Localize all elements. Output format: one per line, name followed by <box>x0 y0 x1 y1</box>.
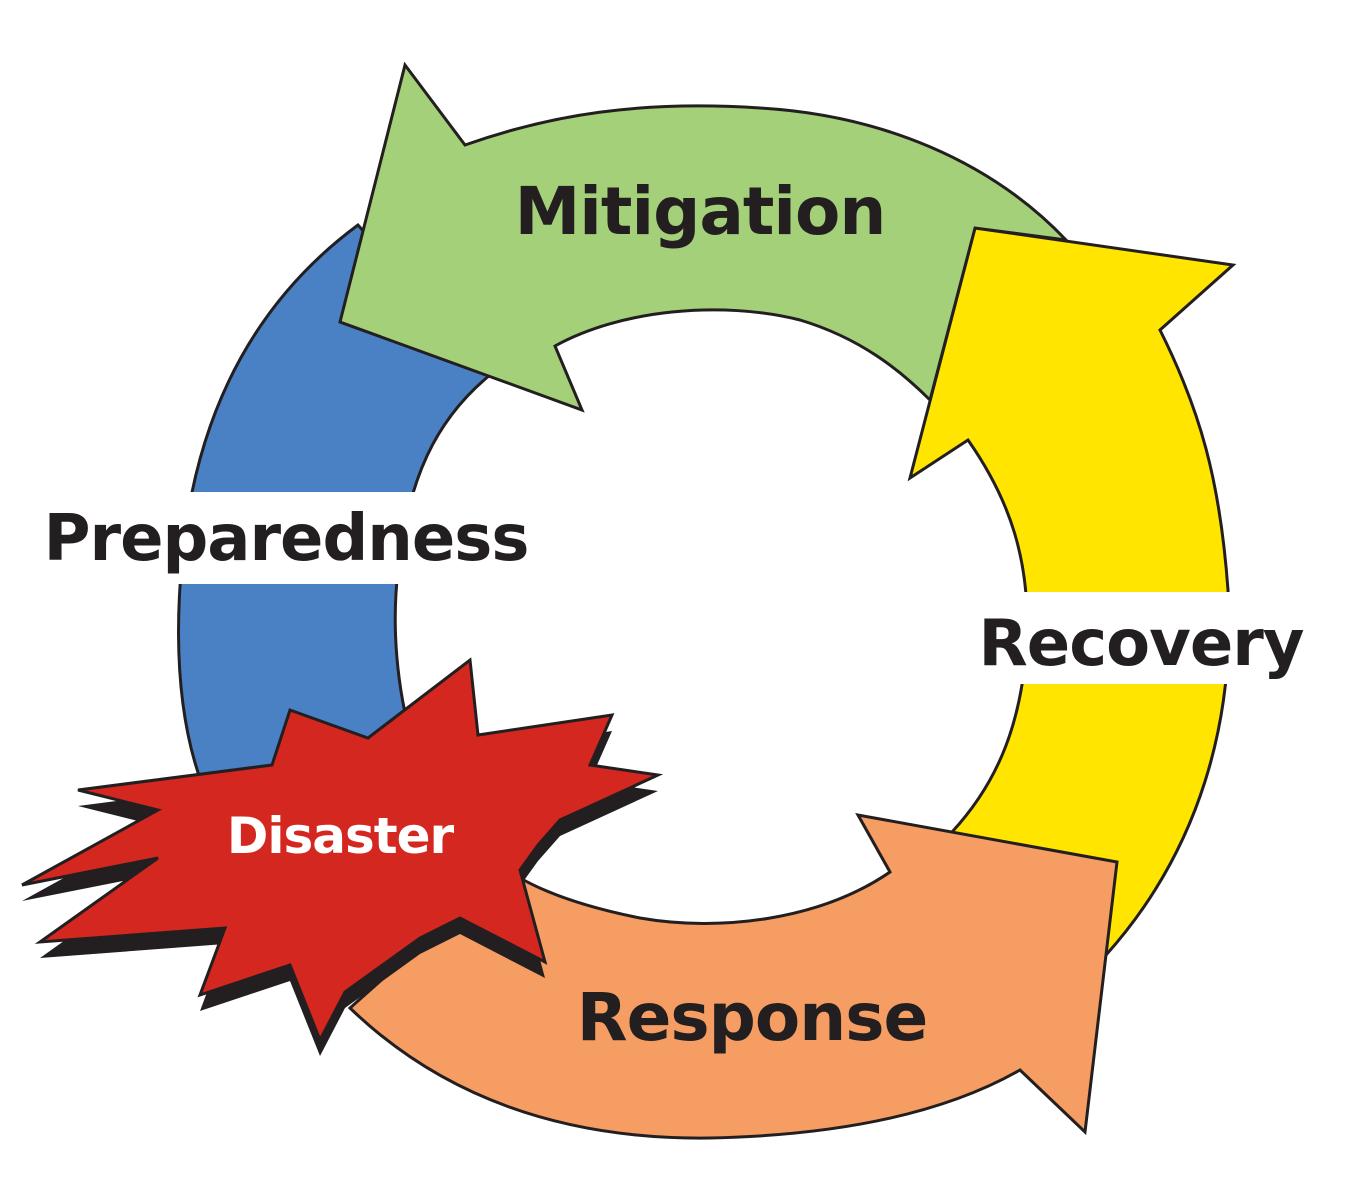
preparedness-label: Preparedness <box>44 502 529 576</box>
recovery-arrow <box>907 226 1237 958</box>
preparedness-label-backing <box>60 492 512 584</box>
response-label: Response <box>577 979 928 1056</box>
recovery-label-backing <box>988 592 1294 684</box>
mitigation-label: Mitigation <box>515 173 886 250</box>
response-arrow <box>347 812 1119 1140</box>
disaster-label: Disaster <box>227 807 455 865</box>
disaster-burst <box>21 657 664 1044</box>
recovery-label: Recovery <box>979 607 1304 681</box>
mitigation-arrow <box>338 61 1071 413</box>
